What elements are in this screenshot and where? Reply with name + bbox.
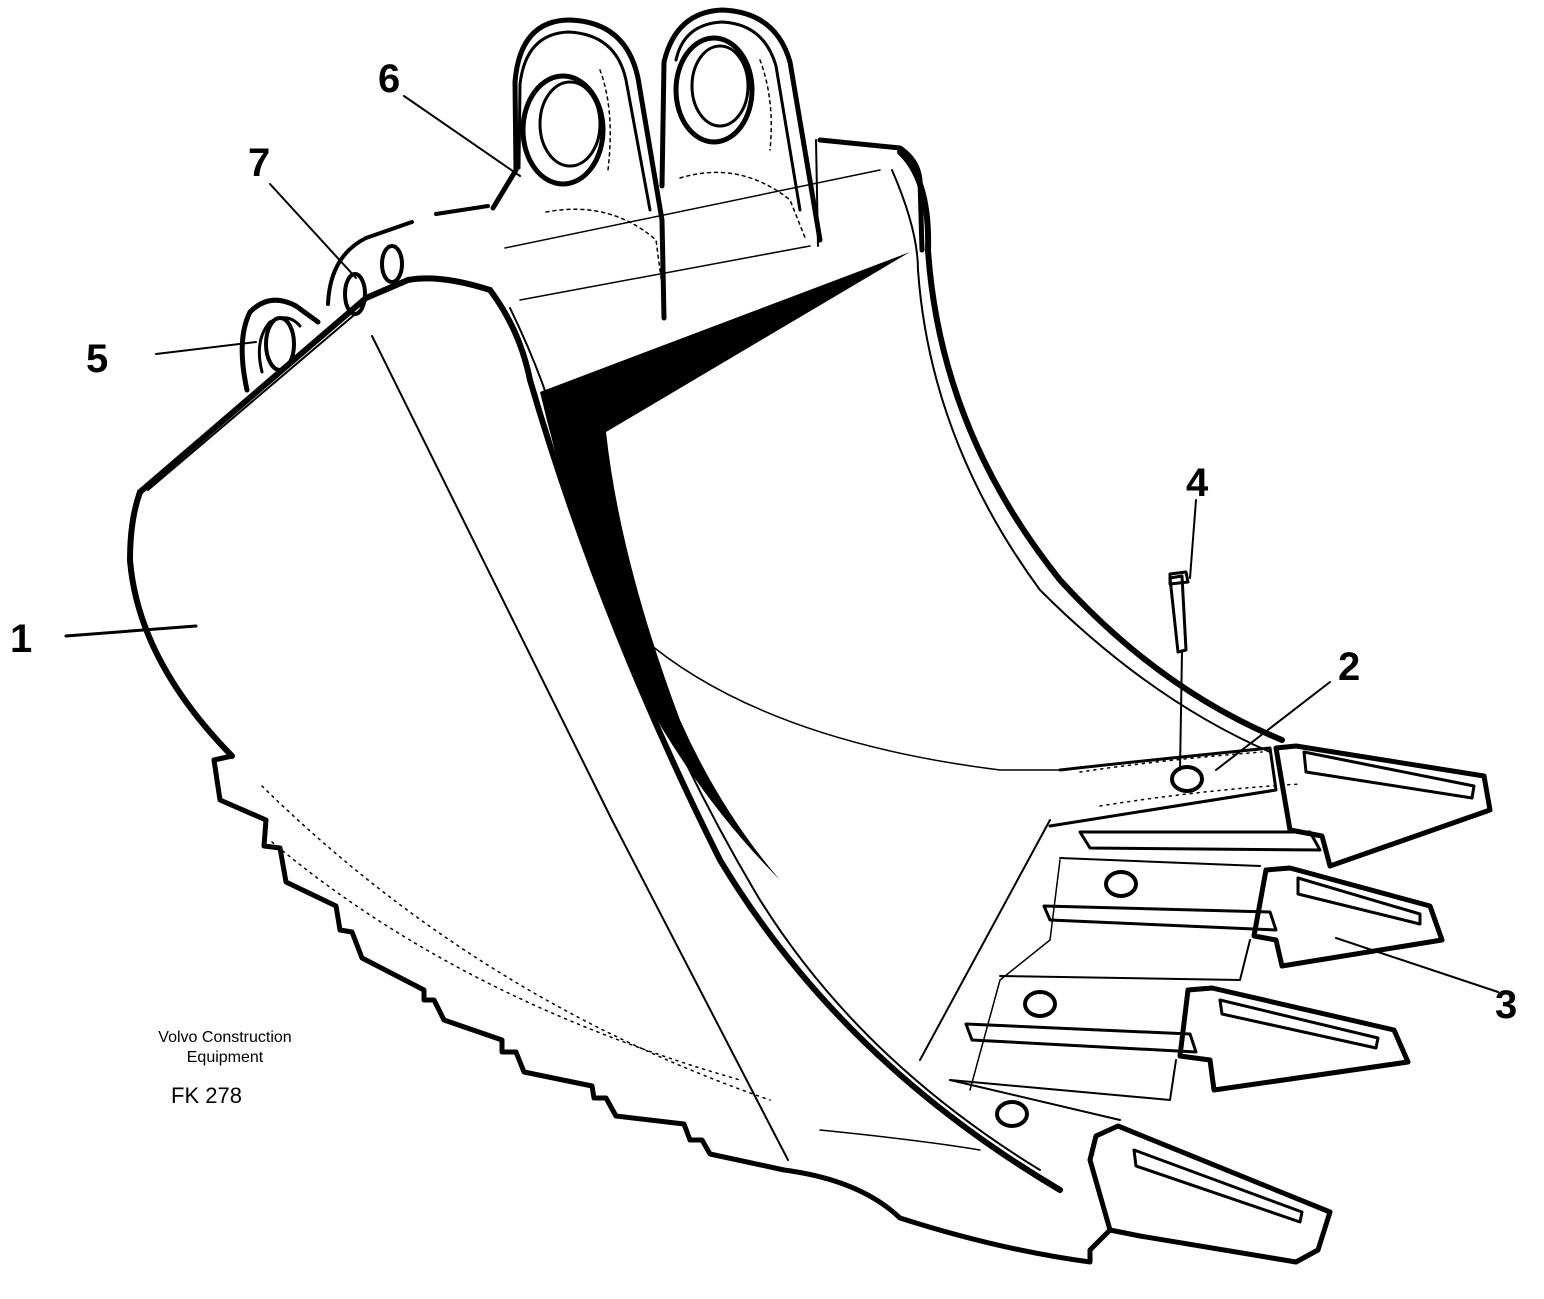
- teeth: [949, 743, 1493, 1265]
- mounting-ears: [490, 7, 925, 321]
- right-ear-bore: [673, 35, 755, 145]
- callout-5: 5: [86, 337, 108, 381]
- left-ear-bore: [520, 73, 606, 187]
- callout-6: 6: [378, 57, 400, 101]
- leader-lines: [64, 95, 1499, 993]
- callout-labels: 1 2 3 4 5 6 7: [10, 57, 1517, 1027]
- callout-3: 3: [1495, 983, 1517, 1027]
- pin-hole: [1104, 870, 1138, 898]
- caption-line-1: Volvo Construction: [158, 1029, 292, 1046]
- bucket-body: [487, 149, 1285, 1265]
- leader-3: [1335, 937, 1499, 993]
- interior-shadow: [540, 252, 910, 880]
- leader-4b: [1179, 651, 1183, 771]
- retaining-pin: [1168, 570, 1190, 654]
- cutting-edge: [919, 746, 1301, 1091]
- leader-6: [403, 95, 521, 177]
- tooth: [949, 985, 1411, 1101]
- callout-4: 4: [1186, 461, 1209, 505]
- leader-2: [1215, 681, 1331, 771]
- pin-hole: [1170, 765, 1204, 793]
- leader-1: [64, 624, 198, 638]
- tooth: [999, 857, 1445, 981]
- tooth: [949, 1079, 1333, 1265]
- leader-5: [155, 341, 257, 355]
- leader-7: [269, 183, 357, 279]
- callout-1: 1: [10, 617, 32, 661]
- side-plate: [127, 275, 789, 1173]
- callout-2: 2: [1338, 645, 1360, 689]
- pin-hole: [1023, 990, 1057, 1018]
- callout-7: 7: [248, 141, 270, 185]
- manufacturer-caption: Volvo Construction Equipment: [120, 1028, 330, 1068]
- pin-hole: [995, 1100, 1029, 1128]
- figure-code: FK 278: [171, 1083, 242, 1108]
- tooth: [1078, 743, 1493, 869]
- leader-4: [1189, 499, 1197, 579]
- caption-line-2: Equipment: [186, 1049, 264, 1066]
